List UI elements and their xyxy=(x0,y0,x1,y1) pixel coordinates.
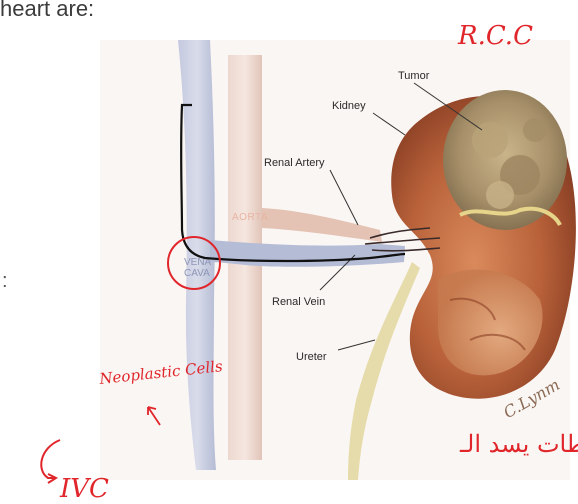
arabic-annotation: يكون عمود من الجلطات يسد الـ xyxy=(459,430,578,458)
label-aorta: AORTA xyxy=(232,212,268,223)
label-tumor: Tumor xyxy=(398,70,430,82)
label-renal-artery: Renal Artery xyxy=(264,157,325,169)
ivc-curved-arrow xyxy=(41,440,60,478)
tumor-mass xyxy=(443,90,567,230)
tumor-lobule xyxy=(523,118,547,142)
label-cava: CAVA xyxy=(184,268,210,279)
tumor-lobule xyxy=(486,181,514,209)
label-renal-vein: Renal Vein xyxy=(272,296,325,308)
label-kidney: Kidney xyxy=(332,100,366,112)
ivc-annotation: IVC xyxy=(59,474,109,504)
label-ureter: Ureter xyxy=(296,351,327,363)
rcc-annotation: R.C.C xyxy=(457,21,533,51)
